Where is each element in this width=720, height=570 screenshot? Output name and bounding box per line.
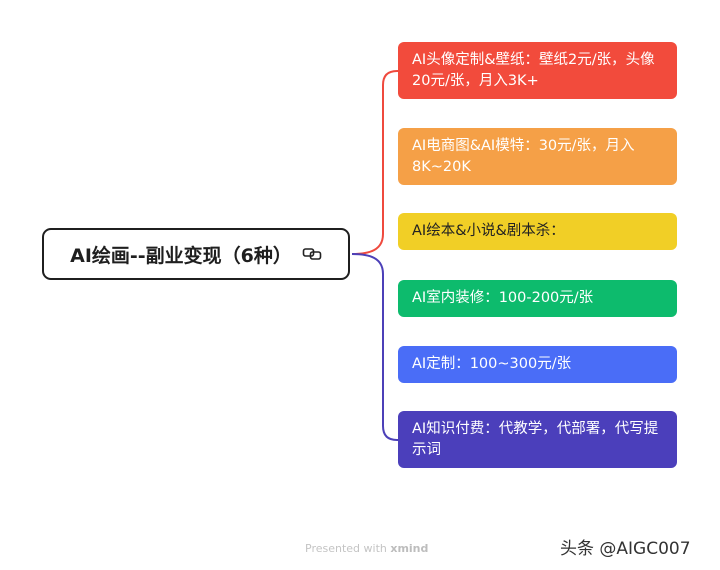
branch-knowledge-paid[interactable]: AI知识付费：代教学，代部署，代写提示词 xyxy=(398,411,677,468)
branch-label: AI定制：100~300元/张 xyxy=(412,356,572,372)
branch-picturebook-novel[interactable]: AI绘本&小说&剧本杀： xyxy=(398,213,677,250)
central-topic[interactable]: AI绘画--副业变现（6种） xyxy=(42,228,350,280)
connector-upper xyxy=(351,70,398,255)
branch-label: AI电商图&AI模特：30元/张，月入8K~20K xyxy=(412,137,635,175)
branch-avatar-wallpaper[interactable]: AI头像定制&壁纸：壁纸2元/张，头像20元/张，月入3K+ xyxy=(398,42,677,99)
branch-custom[interactable]: AI定制：100~300元/张 xyxy=(398,346,677,383)
watermark: 头条 @AIGC007 xyxy=(560,539,691,559)
branch-ecommerce-model[interactable]: AI电商图&AI模特：30元/张，月入8K~20K xyxy=(398,128,677,185)
branch-interior-design[interactable]: AI室内装修：100-200元/张 xyxy=(398,280,677,317)
branch-label: AI头像定制&壁纸：壁纸2元/张，头像20元/张，月入3K+ xyxy=(412,51,655,89)
xmind-brand: xmind xyxy=(390,542,429,555)
connector-lower xyxy=(351,253,398,441)
link-icon[interactable] xyxy=(302,246,322,262)
branch-label: AI知识付费：代教学，代部署，代写提示词 xyxy=(412,420,659,458)
footer-prefix: Presented with xyxy=(305,542,387,555)
branch-label: AI室内装修：100-200元/张 xyxy=(412,290,594,306)
branch-label: AI绘本&小说&剧本杀： xyxy=(412,223,565,239)
central-topic-title: AI绘画--副业变现（6种） xyxy=(70,244,292,267)
presented-with-footer: Presented with xmind xyxy=(305,542,428,555)
